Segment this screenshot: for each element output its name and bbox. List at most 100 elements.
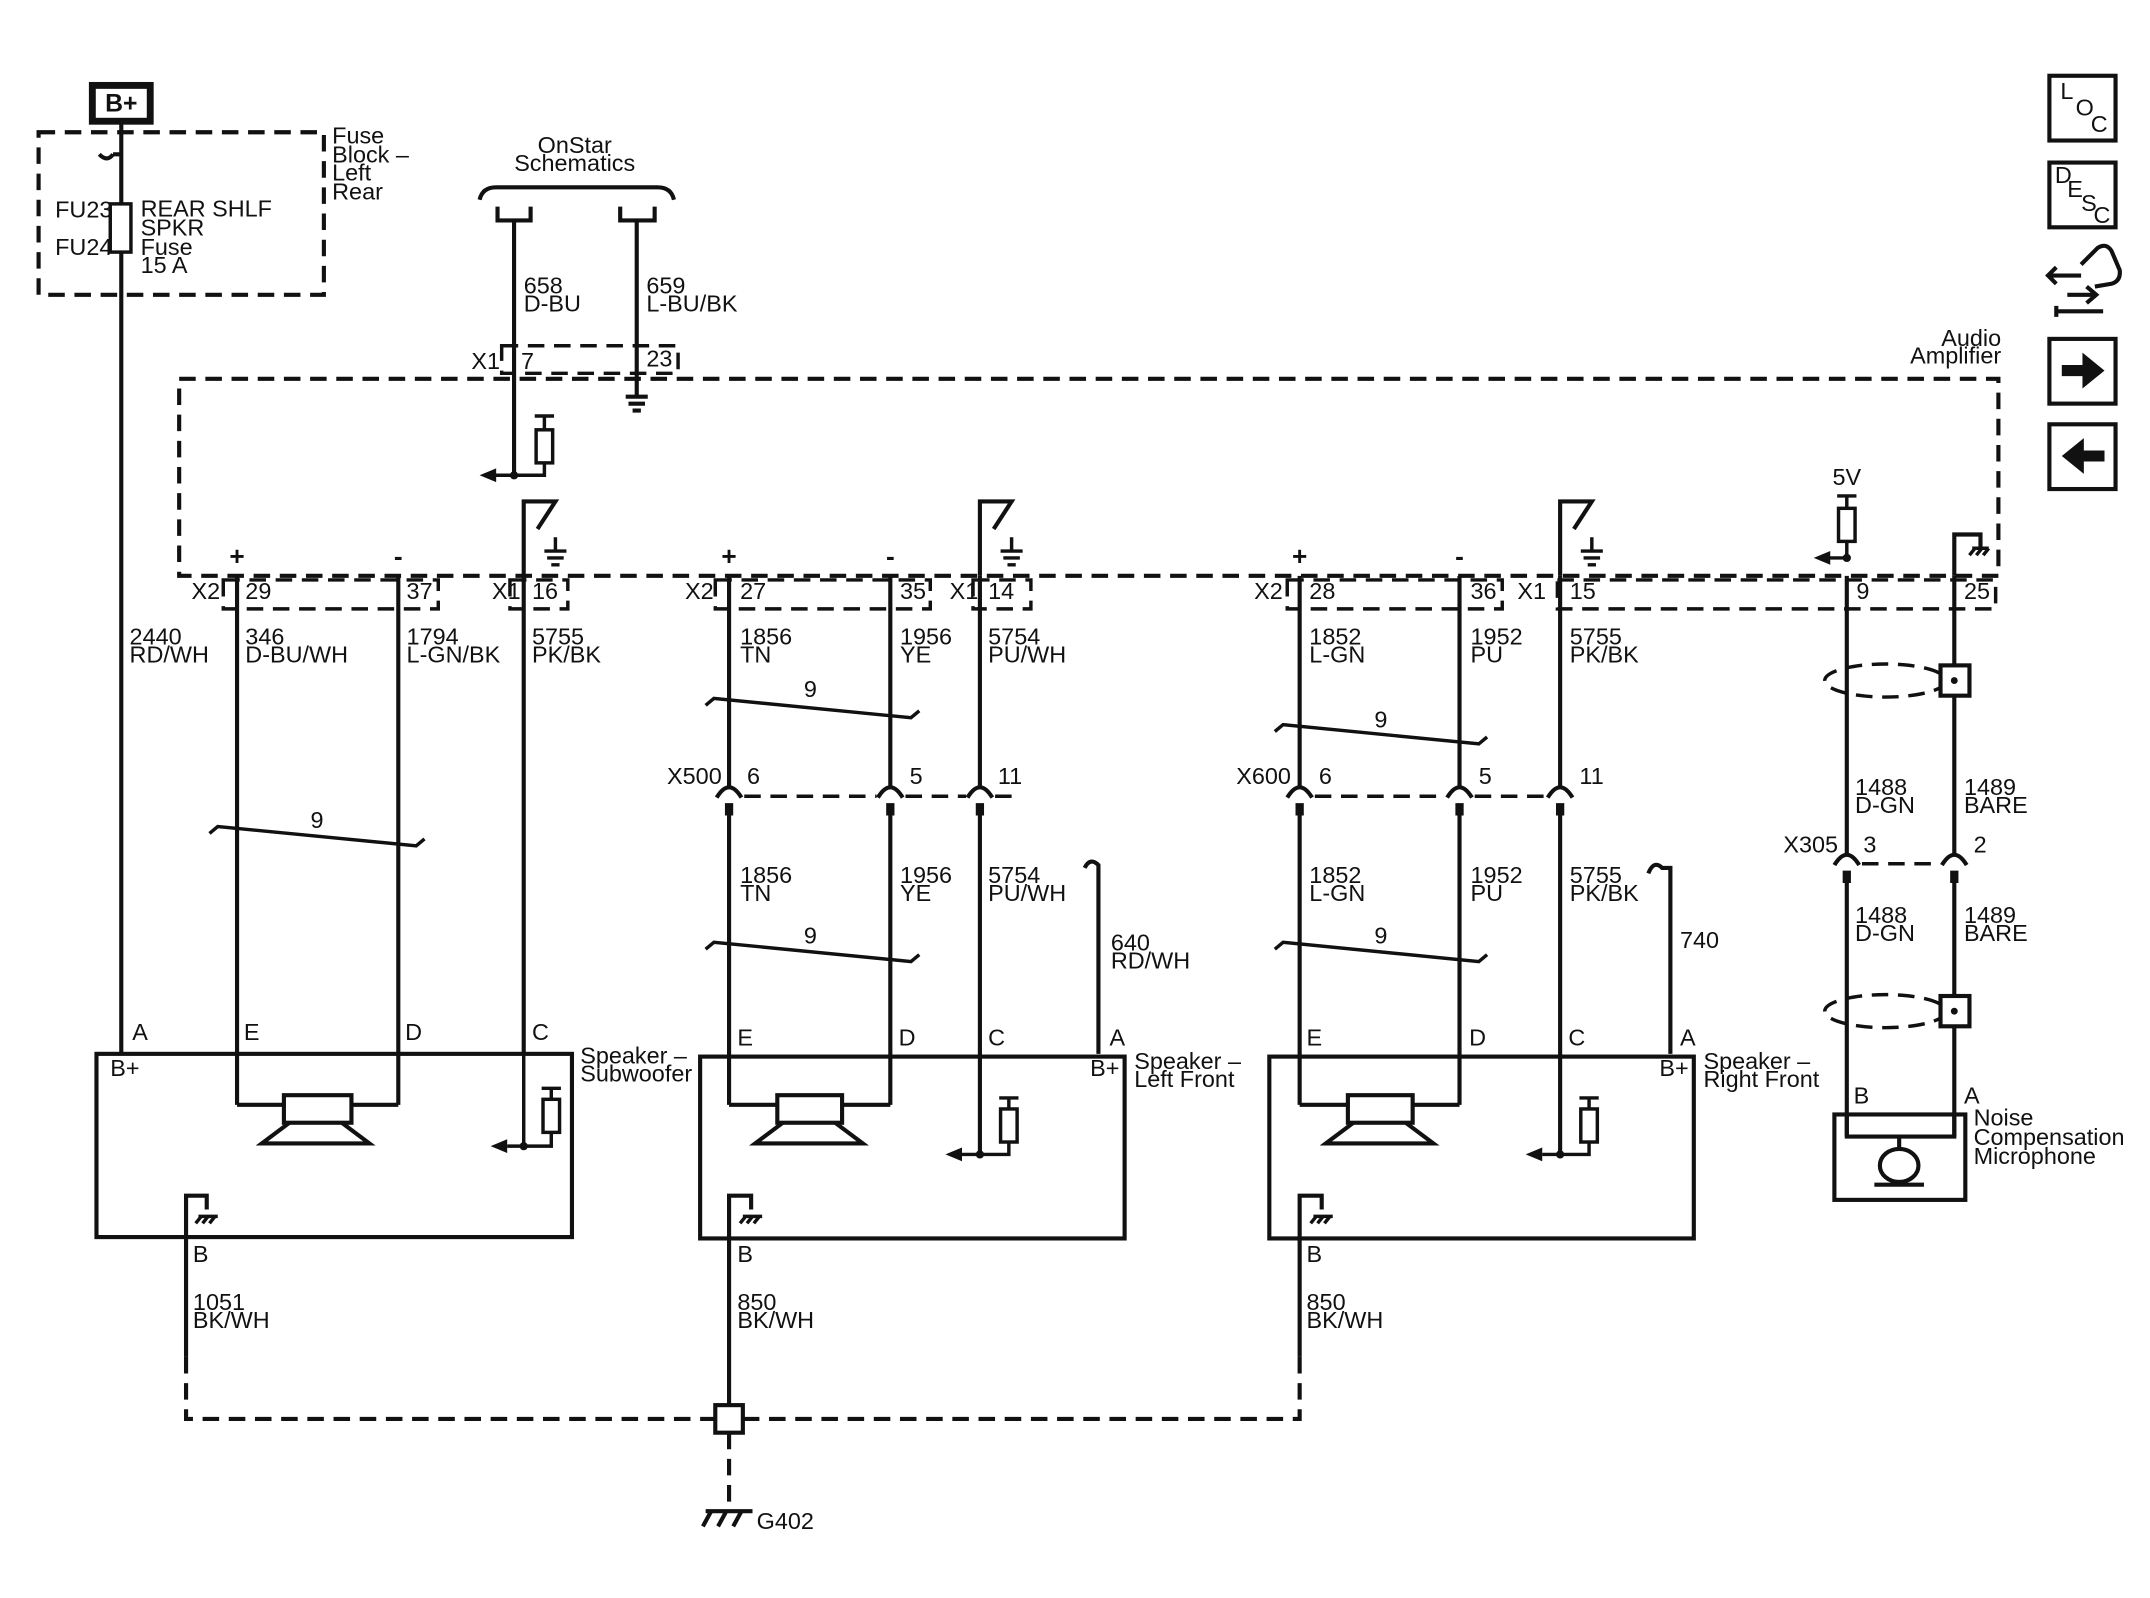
wire-1488-color-b: D-GN: [1855, 920, 1915, 946]
right-front-pin-b: B: [1307, 1241, 1323, 1267]
wire-1956-color-a: YE: [900, 642, 931, 668]
wire-1952-num-b: 1952: [1471, 862, 1523, 888]
arrow-left-icon: [2061, 438, 2105, 474]
conn-x2-rf: X2: [1254, 578, 1283, 604]
right-front-name-2: Right Front: [1703, 1066, 1819, 1092]
left-front-name-1: Speaker –: [1134, 1048, 1241, 1074]
flow-icon: [2045, 243, 2122, 317]
x500-pin-6: 6: [747, 763, 760, 789]
wire-1956-num-a: 1956: [900, 624, 952, 650]
wire-1952-color-b: PU: [1471, 880, 1504, 906]
wire-1952-num-a: 1952: [1471, 624, 1523, 650]
wire-5754-num-b: 5754: [988, 862, 1040, 888]
supply-5v: 5V: [1832, 464, 1861, 490]
wire-1489-color-b: BARE: [1964, 920, 2028, 946]
conn-x2-lf: X2: [685, 578, 714, 604]
x305-pin-2: 2: [1974, 832, 1987, 858]
pin-37: 37: [407, 578, 433, 604]
speaker-subwoofer: Speaker – Subwoofer A E D C B B+: [94, 1019, 692, 1267]
fuse-name-2: SPKR: [141, 215, 205, 241]
x305-pin-3: 3: [1863, 832, 1876, 858]
desc-letter-c: C: [2093, 202, 2110, 228]
fuse-block-name-3: Left: [332, 159, 372, 185]
pin-7: 7: [521, 348, 534, 374]
fuse-name-1: REAR SHLF: [141, 195, 272, 221]
conn-x1-onstar: X1: [471, 348, 500, 374]
speaker-left-front: Speaker – Left Front E D C A B B+: [698, 1025, 1241, 1267]
ground-g402-label: G402: [757, 1508, 814, 1534]
conn-x1-sub: X1: [492, 578, 521, 604]
x600-name: X600: [1236, 763, 1291, 789]
twist-label-sub: 9: [310, 807, 323, 833]
left-front-pin-b: B: [737, 1241, 753, 1267]
fuse-name-3: Fuse: [141, 234, 193, 260]
mic-name-1: Noise: [1974, 1104, 2034, 1130]
loc-button[interactable]: L O C: [2047, 73, 2118, 143]
subwoofer-pin-a: A: [132, 1019, 148, 1045]
wire-850-color-b: BK/WH: [1307, 1307, 1384, 1333]
right-front-pin-c: C: [1568, 1025, 1585, 1051]
wire-658-num: 658: [524, 272, 563, 298]
left-front-name-2: Left Front: [1134, 1066, 1235, 1092]
wire-1051-color: BK/WH: [193, 1307, 270, 1333]
wire-1489-num-a: 1489: [1964, 774, 2016, 800]
subwoofer-pin-b: B: [193, 1241, 209, 1267]
right-front-pin-a: A: [1680, 1025, 1696, 1051]
wire-1856-num-b: 1856: [740, 862, 792, 888]
subwoofer-pin-d: D: [405, 1019, 422, 1045]
wire-1856-num-a: 1856: [740, 624, 792, 650]
right-front-pin-d: D: [1469, 1025, 1486, 1051]
power-source-b-plus: B+: [88, 81, 154, 125]
ground-g402: G402: [701, 1508, 814, 1534]
wire-850-num-a: 850: [737, 1289, 776, 1315]
fuse-block-name-4: Rear: [332, 179, 383, 205]
wire-1489-color-a: BARE: [1964, 792, 2028, 818]
amplifier-name-1: Audio: [1941, 325, 2001, 351]
polarity-minus-rf: -: [1455, 541, 1464, 571]
wire-1794-color: L-GN/BK: [407, 642, 501, 668]
x500-pin-11: 11: [998, 763, 1022, 789]
pin-23: 23: [646, 345, 672, 371]
twist-label-rf-a: 9: [1374, 706, 1387, 732]
conn-x2-sub: X2: [192, 578, 221, 604]
wire-5755-num-c: 5755: [1570, 862, 1622, 888]
pin-15: 15: [1570, 578, 1596, 604]
amplifier-name-2: Amplifier: [1910, 343, 2001, 369]
loc-letter-l: L: [2060, 78, 2073, 104]
loc-letter-c: C: [2091, 111, 2108, 137]
x500-name: X500: [667, 763, 722, 789]
wire-5754-color-b: PU/WH: [988, 880, 1066, 906]
desc-letter-e: E: [2067, 176, 2083, 202]
wire-640-color: RD/WH: [1111, 947, 1190, 973]
wire-1488-num-a: 1488: [1855, 774, 1907, 800]
fuse-block-name-2: Block –: [332, 142, 409, 168]
wire-5755-num-a: 5755: [532, 624, 584, 650]
wire-1956-color-b: YE: [900, 880, 931, 906]
x600-pin-11: 11: [1579, 763, 1603, 789]
onstar-line-1: OnStar: [538, 132, 612, 158]
noise-compensation-microphone: B A Noise Compensation Microphone: [1832, 1082, 2125, 1202]
onstar-schematics: OnStar Schematics 658 D-BU 659 L-BU/BK: [477, 132, 738, 476]
fuse-id-fu24: FU24: [55, 234, 112, 260]
wire-5755-color-c: PK/BK: [1570, 880, 1639, 906]
previous-button[interactable]: [2047, 422, 2118, 492]
next-button[interactable]: [2047, 336, 2118, 406]
wire-5755-num-b: 5755: [1570, 624, 1622, 650]
twist-label-rf-b: 9: [1374, 923, 1387, 949]
flow-button[interactable]: [2045, 243, 2122, 317]
pin-36: 36: [1471, 578, 1497, 604]
b-plus-label: B+: [105, 91, 137, 118]
wire-740-num: 740: [1680, 927, 1719, 953]
wire-1852-num-b: 1852: [1309, 862, 1361, 888]
desc-button[interactable]: D E S C: [2047, 160, 2118, 230]
speaker-right-front: Speaker – Right Front E D C A B B+: [1267, 1025, 1820, 1267]
wire-1852-color-a: L-GN: [1309, 642, 1365, 668]
left-front-pin-c: C: [988, 1025, 1005, 1051]
wire-346-num: 346: [245, 624, 284, 650]
fuse-block-left-rear: Fuse Block – Left Rear: [36, 122, 409, 297]
wire-1856-color-b: TN: [740, 880, 771, 906]
twist-label-lf-a: 9: [804, 676, 817, 702]
pin-29: 29: [245, 578, 271, 604]
wire-1956-num-b: 1956: [900, 862, 952, 888]
